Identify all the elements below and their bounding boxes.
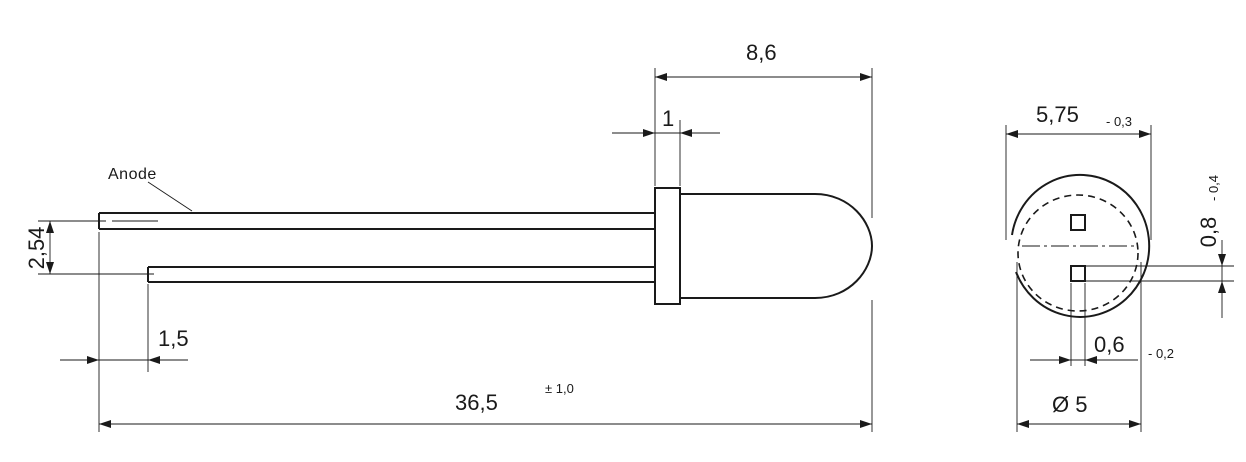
body-length-dimension: 8,6: [654, 40, 873, 218]
svg-text:36,5: 36,5: [455, 390, 498, 415]
svg-text:- 0,4: - 0,4: [1206, 175, 1221, 201]
led-dome-body: [680, 193, 874, 299]
total-length-dimension: 36,5 ± 1,0: [99, 300, 873, 432]
flange-diameter-dimension: 5,75 - 0,3: [1005, 102, 1152, 240]
front-flange-outline: [1011, 174, 1151, 318]
lead-thickness-dimension: 0,6 - 0,2: [1030, 283, 1174, 366]
svg-text:5,75: 5,75: [1036, 102, 1079, 127]
front-lead-upper: [1070, 214, 1086, 231]
svg-text:Ø 5: Ø 5: [1052, 392, 1087, 417]
svg-text:2,54: 2,54: [24, 227, 49, 270]
front-view: 5,75 - 0,3 0,8 - 0,4 0,6 - 0,2: [1005, 102, 1234, 432]
body-diameter-dimension: Ø 5: [1016, 262, 1142, 432]
svg-text:8,6: 8,6: [746, 40, 777, 65]
svg-text:1: 1: [662, 106, 674, 131]
svg-text:- 0,3: - 0,3: [1106, 114, 1132, 129]
led-flange: [654, 187, 681, 305]
side-view: Anode 2,54 1,5 36,5 ± 1,0: [24, 40, 874, 432]
svg-text:1,5: 1,5: [158, 326, 189, 351]
front-lead-lower: [1070, 265, 1086, 282]
svg-text:- 0,2: - 0,2: [1148, 346, 1174, 361]
lead-width-dimension: 0,8 - 0,4: [1085, 175, 1234, 318]
anode-label: Anode: [108, 166, 157, 183]
svg-text:± 1,0: ± 1,0: [545, 381, 574, 396]
flange-thickness-dimension: 1: [612, 106, 720, 186]
svg-text:0,8: 0,8: [1196, 217, 1221, 248]
anode-lead: [98, 212, 655, 230]
front-body-outline: [1017, 194, 1139, 312]
lead-spacing-dimension: 2,54: [24, 220, 154, 275]
lead-offset-dimension: 1,5: [60, 232, 189, 432]
cathode-lead: [147, 266, 655, 283]
svg-text:0,6: 0,6: [1094, 332, 1125, 357]
